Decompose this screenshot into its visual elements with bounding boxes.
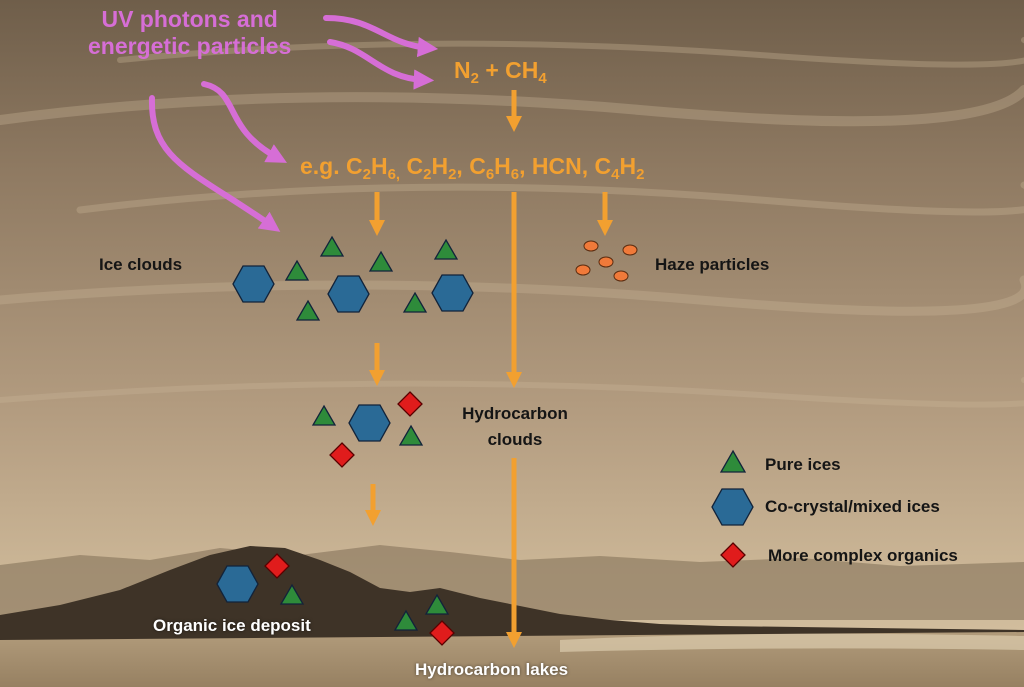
haze-particles-label: Haze particles [655,255,770,274]
organic-ice-deposit-label: Organic ice deposit [153,616,311,635]
formula-text: , HCN, C [519,153,612,179]
ice-clouds-label: Ice clouds [99,255,183,274]
formula-subscript: 2 [636,166,645,183]
formula-text: + CH [478,57,539,83]
legend-triangle-symbol [719,449,747,473]
formula-text: N [454,57,471,83]
formula-text: H [370,153,388,179]
legend-mixed-ices-label: Co-crystal/mixed ices [765,497,940,516]
products-formula: e.g. C2H6, C2H2, C6H6, HCN, C4H2 [300,153,645,183]
haze-particle [583,240,599,252]
mixed-ice-hexagon [216,565,259,603]
pure-ice-triangle [284,259,310,281]
pure-ice-triangle [295,299,321,321]
haze-particle [613,270,629,282]
reactants-formula: N2 + CH4 [454,57,547,87]
mixed-ice-hexagon [431,274,474,312]
pure-ice-triangle [433,238,459,260]
formula-subscript: 6, [387,166,401,183]
haze-particle-group [575,240,638,282]
mixed-ice-hexagon [348,404,391,442]
legend-pure-ices-label: Pure ices [765,455,841,474]
hydrocarbon-cloud-particles [311,391,424,468]
organic-diamond [429,620,455,646]
legend-hexagon-symbol [711,488,754,526]
formula-subscript: 4 [538,70,547,87]
formula-text: H [494,153,511,179]
pure-ice-triangle [393,609,419,631]
hydrocarbon-clouds-line1: Hydrocarbon [462,404,568,423]
lake-particles [393,593,455,646]
formula-text: C [400,153,424,179]
pure-ice-triangle [319,235,345,257]
hydrocarbon-clouds-line2: clouds [487,430,543,449]
formula-subscript: 2 [362,166,371,183]
radiation-source-label: UV photons and energetic particles [88,6,291,60]
hydrocarbon-lakes-label: Hydrocarbon lakes [415,660,569,679]
mixed-ice-hexagon [327,275,370,313]
organic-diamond [329,442,355,468]
formula-subscript: 6 [510,166,520,183]
formula-subscript: 6 [485,166,495,183]
radiation-arrow-4 [148,95,281,232]
hydrocarbon-clouds-label: Hydrocarbon clouds [440,401,590,453]
pure-ice-triangle [311,404,337,426]
formula-subscript: 2 [423,166,432,183]
organic-diamond [397,391,423,417]
formula-text: , C [456,153,486,179]
haze-particle [575,264,591,276]
formula-text: H [431,153,449,179]
formula-text: H [619,153,637,179]
pure-ice-triangle [398,424,424,446]
pure-ice-triangle [424,593,450,615]
legend-diamond-symbol [720,542,746,568]
mixed-ice-hexagon [232,265,275,303]
pure-ice-triangle [368,250,394,272]
organic-diamond [264,553,290,579]
legend-complex-organics-label: More complex organics [768,546,958,565]
formula-subscript: 2 [448,166,457,183]
legend-symbols [711,449,754,568]
radiation-arrow-3 [201,81,287,163]
pure-ice-triangle [279,583,305,605]
radiation-arrow-2 [327,39,435,90]
formula-subscript: 2 [470,70,479,87]
haze-particle [622,244,638,256]
radiation-arrows [148,15,439,232]
ice-cloud-particles [232,235,474,321]
haze-particle [598,256,614,268]
radiation-source-line2: energetic particles [88,33,292,59]
pure-ice-triangle [402,291,428,313]
flow-arrows [364,90,614,649]
radiation-arrow-1 [323,15,439,58]
deposit-particles [216,553,305,605]
lake-shoreline [560,633,1024,652]
formula-subscript: 4 [611,166,620,183]
radiation-source-line1: UV photons and [101,6,278,32]
formula-text: e.g. C [300,153,363,179]
